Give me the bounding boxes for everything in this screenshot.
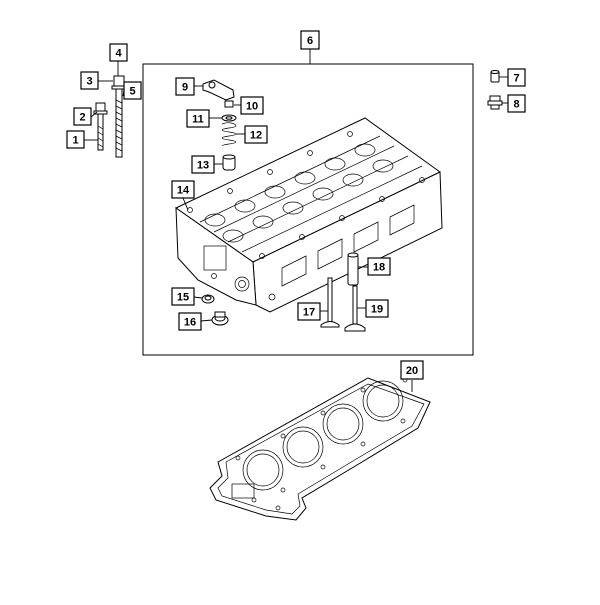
leader-lines xyxy=(84,49,508,392)
valve-keeper xyxy=(224,100,234,108)
callout-7-label: 7 xyxy=(513,73,519,85)
callout-8-label: 8 xyxy=(513,99,519,111)
callout-15: 15 xyxy=(171,287,195,306)
callout-1: 1 xyxy=(66,130,85,149)
callout-18-label: 18 xyxy=(373,262,385,274)
callout-5: 5 xyxy=(123,81,142,100)
callout-3: 3 xyxy=(80,71,99,90)
callout-14: 14 xyxy=(171,180,195,199)
callout-20: 20 xyxy=(400,360,424,380)
callout-17: 17 xyxy=(297,302,321,321)
callout-5-label: 5 xyxy=(129,86,135,98)
callout-9: 9 xyxy=(175,77,195,96)
callout-10: 10 xyxy=(240,96,264,115)
callout-12: 12 xyxy=(244,125,268,144)
cylinder-head xyxy=(175,117,443,313)
callout-8: 8 xyxy=(507,94,526,113)
callout-9-label: 9 xyxy=(182,82,188,94)
plug-fitting xyxy=(487,95,503,110)
valve-stem-seal xyxy=(222,154,236,171)
callout-3-label: 3 xyxy=(86,76,92,88)
callout-18: 18 xyxy=(367,257,391,276)
valve-guide xyxy=(347,252,359,286)
callout-7: 7 xyxy=(507,68,526,87)
callout-2-label: 2 xyxy=(79,112,85,124)
callout-11-label: 11 xyxy=(192,114,204,126)
callout-16-label: 16 xyxy=(184,317,196,329)
dowel-pin xyxy=(490,70,500,83)
callout-14-label: 14 xyxy=(177,185,190,197)
callout-10-label: 10 xyxy=(246,101,258,113)
callout-13-label: 13 xyxy=(197,160,209,172)
callout-19: 19 xyxy=(365,299,389,318)
callout-1-label: 1 xyxy=(72,135,78,147)
callout-19-label: 19 xyxy=(371,304,383,316)
callout-15-label: 15 xyxy=(177,292,189,304)
intake-valve xyxy=(344,285,366,332)
callout-6: 6 xyxy=(300,30,320,50)
callout-12-label: 12 xyxy=(250,130,262,142)
callout-20-label: 20 xyxy=(406,365,418,377)
exhaust-valve xyxy=(320,277,340,328)
callout-4: 4 xyxy=(109,43,128,62)
expansion-plug-small xyxy=(201,294,215,304)
valve-spring xyxy=(221,122,237,147)
callout-6-label: 6 xyxy=(307,35,313,47)
bolt-short xyxy=(93,102,108,151)
callout-2: 2 xyxy=(73,107,92,126)
callout-4-label: 4 xyxy=(115,48,122,60)
expansion-plug-large xyxy=(211,311,229,326)
assembly-frame xyxy=(142,63,474,356)
spring-retainer xyxy=(221,114,237,122)
callout-13: 13 xyxy=(191,155,215,174)
rocker-arm xyxy=(202,79,235,101)
bolt-long xyxy=(111,75,127,158)
callout-16: 16 xyxy=(178,312,202,331)
callout-11: 11 xyxy=(186,109,210,128)
callout-17-label: 17 xyxy=(303,307,315,319)
head-gasket xyxy=(209,377,431,521)
